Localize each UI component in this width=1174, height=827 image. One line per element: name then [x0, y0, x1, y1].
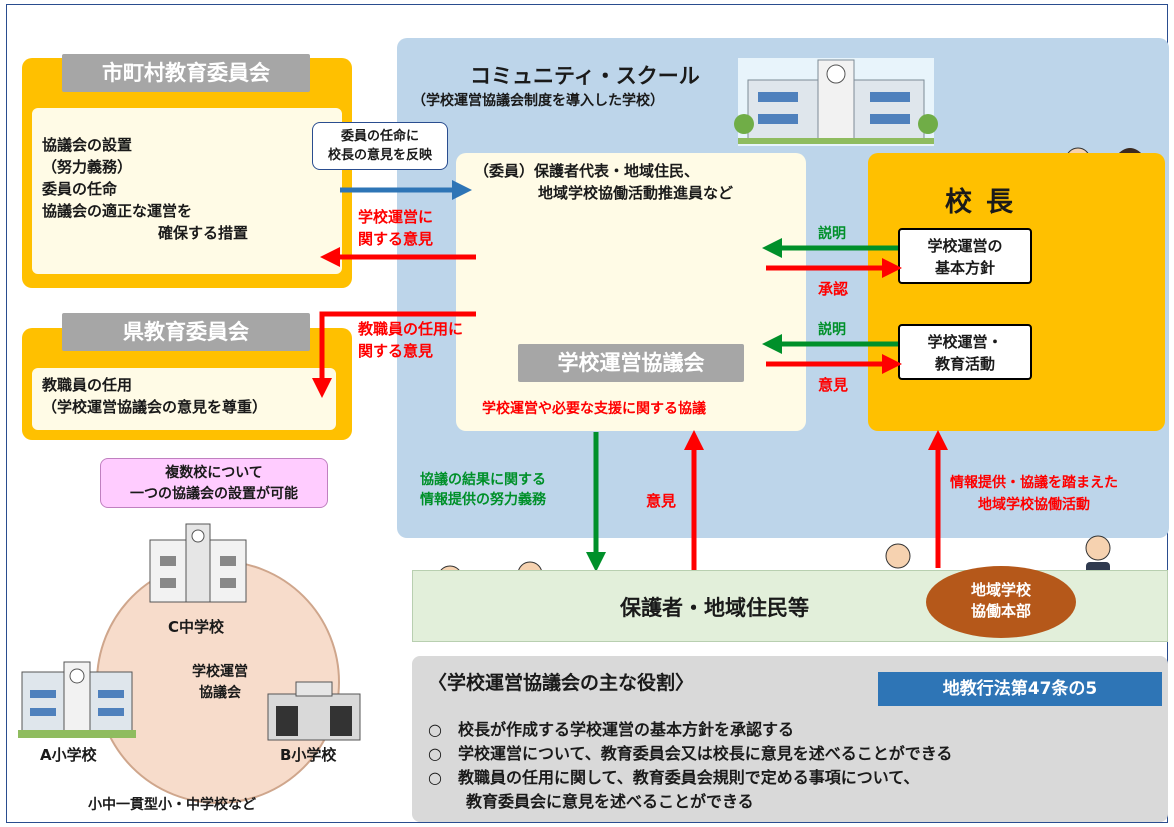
community-school-subtitle: （学校運営協議会制度を導入した学校） — [412, 93, 664, 109]
role-text: 校長が作成する学校運営の基本方針を承認する — [457, 720, 794, 739]
arrow-opinion-prefectural — [312, 311, 476, 398]
community-school-title: コミュニティ・スクール — [470, 64, 700, 88]
school-a-label: A小学校 — [40, 746, 97, 764]
callout-line: 委員の任命に — [340, 129, 419, 144]
municipal-board-inner — [32, 108, 342, 274]
role-text: 教職員の任用に関して、教育委員会規則で定める事項について、 — [457, 768, 920, 787]
prefectural-board-title: 県教育委員会 — [62, 313, 310, 351]
council-box — [456, 153, 806, 431]
municipal-board-title: 市町村教育委員会 — [62, 54, 310, 92]
law-badge: 地教行法第47条の5 — [878, 672, 1162, 706]
education-activity-line: 学校運営・ — [927, 333, 1003, 351]
roles-title: 〈学校運営協議会の主な役割〉 — [428, 672, 695, 694]
prefectural-board-inner — [32, 368, 336, 430]
circle-mark: ○ — [428, 744, 442, 763]
callout-line: 校長の意見を反映 — [327, 148, 432, 163]
label-line: 情報提供・協議を踏まえた — [950, 475, 1118, 491]
circle-mark: ○ — [428, 720, 442, 739]
label-line: 学校運営に — [358, 208, 434, 226]
basic-policy-line: 学校運営の — [927, 237, 1003, 255]
council-members-line: 地域学校協働活動推進員など — [538, 184, 734, 202]
explain-label-2: 説明 — [818, 322, 846, 338]
info-effort-label: 協議の結果に関する 情報提供の努力義務 — [420, 470, 546, 510]
cluster-line: 学校運営 — [192, 664, 248, 680]
council-members-line: （委員）保護者代表・地域住民、 — [474, 162, 700, 180]
label-line: 教職員の任用に — [358, 320, 464, 338]
multi-school-callout: 複数校について 一つの協議会の設置が可能 — [100, 458, 328, 508]
school-a-icon — [18, 661, 136, 738]
explain-label-1: 説明 — [818, 226, 846, 242]
info-activity-label: 情報提供・協議を踏まえた 地域学校協働活動 — [950, 472, 1118, 516]
school-b-label: B小学校 — [280, 746, 337, 764]
label-line: 地域学校協働活動 — [978, 497, 1090, 513]
prefectural-line: 教職員の任用 — [42, 376, 133, 394]
label-line: 協議の結果に関する — [420, 472, 546, 488]
hq-line: 協働本部 — [970, 602, 1031, 620]
education-activity-box: 学校運営・ 教育活動 — [898, 324, 1032, 380]
role-item: ○ 学校運営について、教育委員会又は校長に意見を述べることができる — [428, 742, 952, 766]
role-item-continuation: 教育委員会に意見を述べることができる — [466, 792, 754, 811]
opinion-staff-label: 教職員の任用に 関する意見 — [358, 318, 463, 362]
municipal-line: （努力義務） — [42, 158, 133, 176]
municipal-line: 協議会の適正な運営を — [42, 202, 193, 220]
principal-panel — [868, 153, 1165, 431]
role-item: ○ 校長が作成する学校運営の基本方針を承認する — [428, 718, 952, 742]
community-hq-oval: 地域学校 協働本部 — [926, 566, 1076, 638]
callout-line: 一つの協議会の設置が可能 — [130, 486, 298, 502]
approve-label: 承認 — [818, 280, 849, 298]
circle-mark: ○ — [428, 768, 442, 787]
roles-list: ○ 校長が作成する学校運営の基本方針を承認する ○ 学校運営について、教育委員会… — [428, 718, 952, 814]
label-line: 情報提供の努力義務 — [420, 492, 546, 508]
school-c-icon — [149, 523, 247, 603]
opinion-label: 意見 — [818, 376, 849, 394]
hq-line: 地域学校 — [970, 581, 1031, 599]
prefectural-board-text: 教職員の任用 （学校運営協議会の意見を尊重） — [42, 374, 267, 418]
callout-line: 複数校について — [165, 465, 263, 481]
prefectural-line: （学校運営協議会の意見を尊重） — [42, 398, 268, 416]
role-item: ○ 教職員の任用に関して、教育委員会規則で定める事項について、 — [428, 766, 952, 790]
label-line: 関する意見 — [358, 230, 434, 248]
municipal-line: 確保する措置 — [158, 224, 249, 242]
council-subtitle: 学校運営や必要な支援に関する協議 — [482, 401, 706, 417]
municipal-line: 協議会の設置 — [42, 136, 133, 154]
label-line: 関する意見 — [358, 342, 434, 360]
cluster-council-text: 学校運営 協議会 — [170, 662, 270, 704]
cluster-line: 協議会 — [199, 685, 241, 701]
education-activity-line: 教育活動 — [934, 355, 995, 373]
opinion-bottom-label: 意見 — [646, 492, 677, 510]
basic-policy-box: 学校運営の 基本方針 — [898, 228, 1032, 284]
role-text: 学校運営について、教育委員会又は校長に意見を述べることができる — [457, 744, 953, 763]
basic-policy-line: 基本方針 — [934, 259, 995, 277]
opinion-management-label: 学校運営に 関する意見 — [358, 206, 433, 250]
residents-label: 保護者・地域住民等 — [620, 596, 809, 620]
school-building-icon — [734, 58, 938, 146]
council-members-text: （委員）保護者代表・地域住民、 地域学校協働活動推進員など — [474, 160, 733, 204]
municipal-board-text: 協議会の設置 （努力義務） 委員の任命 協議会の適正な運営を 確保する措置 — [42, 134, 248, 244]
school-b-icon — [267, 681, 361, 741]
integrated-schools-text: 小中一貫型小・中学校など — [88, 797, 256, 813]
school-c-label: C中学校 — [168, 618, 225, 636]
municipal-line: 委員の任命 — [42, 180, 118, 198]
council-name: 学校運営協議会 — [518, 344, 744, 382]
principal-title: 校長 — [945, 187, 1027, 218]
appointment-callout: 委員の任命に 校長の意見を反映 — [312, 122, 448, 170]
